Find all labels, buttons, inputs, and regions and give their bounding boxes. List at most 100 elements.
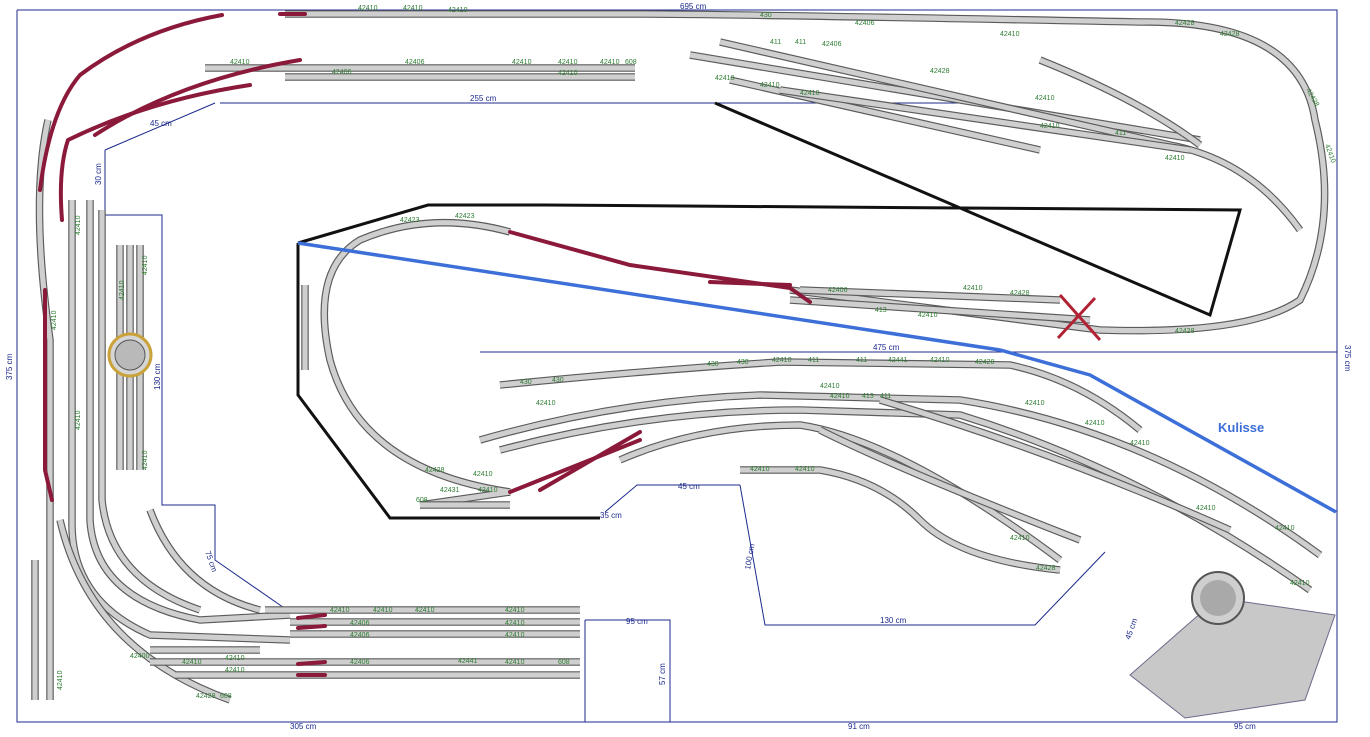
dim-bottom-left: 305 cm bbox=[290, 722, 317, 731]
track-label: 42410 bbox=[1000, 31, 1020, 38]
track-label: 42410 bbox=[600, 59, 620, 66]
track-label: 42410 bbox=[1196, 505, 1216, 512]
track-label: 42410 bbox=[505, 620, 525, 627]
dim-small-a: 45 cm bbox=[150, 119, 172, 128]
track-label: 42428 bbox=[1010, 290, 1030, 297]
track-label: 42410 bbox=[1165, 155, 1185, 162]
dim-small-g: 57 cm bbox=[658, 663, 667, 685]
dim-inner-mid: 475 cm bbox=[873, 343, 900, 352]
track-label: 42406 bbox=[350, 620, 370, 627]
track-label: 42410 bbox=[772, 357, 792, 364]
track-label: 42406 bbox=[828, 287, 848, 294]
dim-bottom-mid: 130 cm bbox=[880, 616, 907, 625]
dim-small-i: 130 cm bbox=[153, 363, 162, 390]
track-label: 42410 bbox=[51, 310, 58, 330]
track-label: 42406 bbox=[822, 41, 842, 48]
track-label: 42410 bbox=[1035, 95, 1055, 102]
track-label: 411 bbox=[880, 393, 891, 400]
track-label: 413 bbox=[862, 393, 874, 400]
track-label: 608 bbox=[625, 59, 637, 66]
track-label: 42428 bbox=[196, 693, 216, 700]
track-label: 42410 bbox=[225, 655, 245, 662]
backdrop-label: Kulisse bbox=[1218, 420, 1264, 435]
dim-small-f: 95 cm bbox=[626, 617, 648, 626]
track-label: 42410 bbox=[373, 607, 393, 614]
track-label: 42410 bbox=[230, 59, 250, 66]
track-label: 411 bbox=[856, 357, 867, 364]
track-label: 42410 bbox=[760, 82, 780, 89]
track-label: 411 bbox=[1115, 130, 1126, 137]
track-label: 42410 bbox=[358, 5, 378, 12]
track-label: 42410 bbox=[448, 7, 468, 14]
dim-left-height: 375 cm bbox=[5, 353, 14, 380]
track-label: 430 bbox=[737, 359, 749, 366]
track-label: 42423 bbox=[455, 213, 475, 220]
track-label: 42410 bbox=[330, 607, 350, 614]
track-label: 42410 bbox=[57, 670, 64, 690]
track-label: 42410 bbox=[505, 607, 525, 614]
track-layer bbox=[31, 10, 1329, 704]
track-label: 608 bbox=[558, 659, 570, 666]
track-label: 42410 bbox=[1085, 420, 1105, 427]
track-label: 42410 bbox=[750, 466, 770, 473]
track-label: 42410 bbox=[536, 400, 556, 407]
track-label: 42410 bbox=[403, 5, 423, 12]
dimension-labels: 695 cm 255 cm 475 cm 130 cm 45 cm 45 cm … bbox=[5, 2, 1352, 731]
track-label: 430 bbox=[552, 377, 564, 384]
track-label: 42410 bbox=[558, 59, 578, 66]
track-label: 411 bbox=[770, 39, 781, 46]
track-label: 42410 bbox=[558, 70, 578, 77]
track-label: 42410 bbox=[800, 90, 820, 97]
track-label: 42406 bbox=[350, 632, 370, 639]
turntable-left bbox=[107, 332, 153, 378]
track-label: 42410 bbox=[478, 487, 498, 494]
track-label: 42406 bbox=[405, 59, 425, 66]
track-label: 411 bbox=[795, 39, 806, 46]
track-label: 608 bbox=[416, 497, 428, 504]
track-label: 42410 bbox=[830, 393, 850, 400]
track-label: 42431 bbox=[440, 487, 460, 494]
track-label: 42410 bbox=[963, 285, 983, 292]
dim-bottom-centre: 91 cm bbox=[848, 722, 870, 731]
track-label: 42441 bbox=[458, 658, 478, 665]
track-label: 42410 bbox=[1040, 123, 1060, 130]
track-label: 430 bbox=[707, 361, 719, 368]
track-label: 42441 bbox=[888, 357, 908, 364]
track-label: 430 bbox=[520, 379, 532, 386]
track-label: 411 bbox=[808, 357, 819, 364]
track-label: 42410 bbox=[182, 659, 202, 666]
track-label: 42410 bbox=[119, 280, 126, 300]
track-label: 42410 bbox=[142, 450, 149, 470]
dim-small-d: 45 cm bbox=[678, 482, 700, 491]
track-label: 42410 bbox=[1130, 440, 1150, 447]
dim-small-b: 30 cm bbox=[94, 163, 103, 185]
track-label: 42410 bbox=[1025, 400, 1045, 407]
backdrop-line bbox=[297, 241, 1337, 514]
dim-inner-top: 255 cm bbox=[470, 94, 497, 103]
track-label: 42428 bbox=[975, 359, 995, 366]
dim-top-width: 695 cm bbox=[680, 2, 707, 11]
track-label: 42428 bbox=[1175, 328, 1195, 335]
track-label: 42406 bbox=[332, 69, 352, 76]
track-label: 42410 bbox=[1275, 525, 1295, 532]
dim-small-j: 45 cm bbox=[1123, 617, 1139, 641]
dim-small-c: 75 cm bbox=[203, 550, 219, 574]
track-label: 42410 bbox=[1290, 580, 1310, 587]
track-label: 42428 bbox=[1036, 565, 1056, 572]
track-label: 42410 bbox=[142, 255, 149, 275]
track-label: 42428 bbox=[425, 467, 445, 474]
track-label: 430 bbox=[760, 12, 772, 19]
benchwork-frame bbox=[296, 101, 1242, 520]
track-label: 42428 bbox=[1220, 31, 1240, 38]
track-label: 42410 bbox=[930, 357, 950, 364]
track-label: 42410 bbox=[512, 59, 532, 66]
track-label: 42410 bbox=[715, 75, 735, 82]
track-label: 42410 bbox=[415, 607, 435, 614]
dim-right-height: 375 cm bbox=[1343, 345, 1352, 372]
track-label: 42410 bbox=[918, 312, 938, 319]
track-label: 413 bbox=[875, 307, 887, 314]
track-label: 42406 bbox=[855, 20, 875, 27]
track-label: 42400 bbox=[130, 653, 150, 660]
planned-track-layer bbox=[38, 12, 812, 677]
